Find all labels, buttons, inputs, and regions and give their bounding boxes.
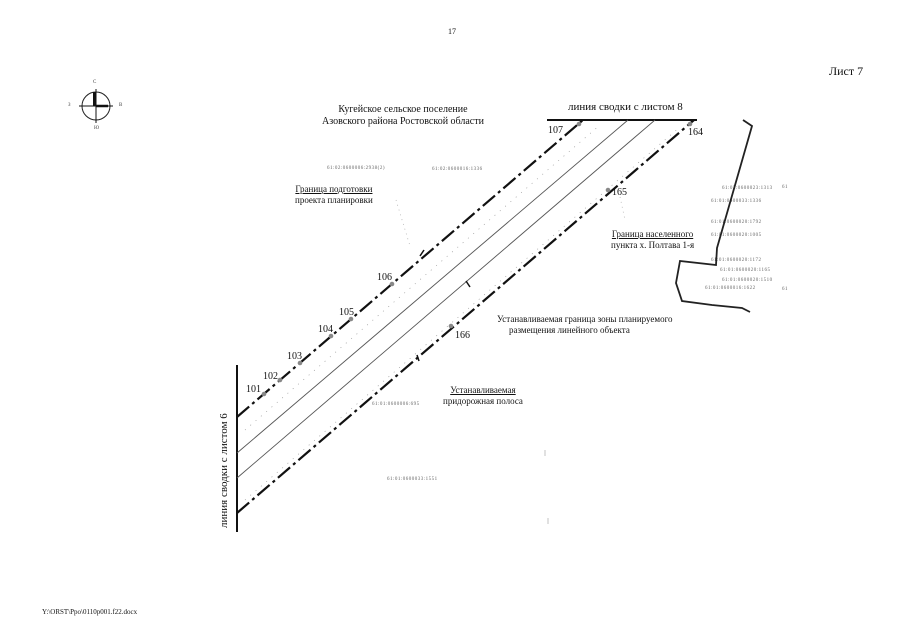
zone-boundary-label-line-1: Устанавливаемая граница зоны планируемог… bbox=[497, 314, 673, 324]
cadastral-number: 61:02:0600023:1313 bbox=[722, 186, 773, 191]
cadastral-number: 61:01:0600020:1792 bbox=[711, 220, 762, 225]
leader-dotted bbox=[619, 196, 626, 221]
planning-boundary-line-upper bbox=[236, 119, 584, 418]
footer-file-path: Y:\ORST\Ppo\0110p001.f22.docx bbox=[42, 608, 138, 616]
point-label: 102 bbox=[263, 371, 278, 382]
leader-dotted bbox=[395, 199, 411, 247]
planning-boundary-line-lower bbox=[236, 119, 695, 514]
point-label: 101 bbox=[246, 384, 261, 395]
zone-boundary-label-line-2: размещения линейного объекта bbox=[509, 325, 630, 335]
cadastral-number: 61:01:0600020:1510 bbox=[722, 278, 773, 283]
cadastral-number: 61:01:0600020:1165 bbox=[720, 268, 771, 273]
settlement-label-line-2: Азовского района Ростовской области bbox=[322, 116, 484, 127]
point-label: 105 bbox=[339, 307, 354, 318]
zone-boundary-line bbox=[244, 124, 601, 431]
roadside-strip-label-line-2: придорожная полоса bbox=[443, 396, 523, 406]
sheet-label: Лист 7 bbox=[829, 64, 864, 78]
zone-boundary-line bbox=[244, 126, 681, 501]
leader-tick bbox=[419, 249, 425, 257]
cadastral-number: 61:01:0600033:1551 bbox=[387, 477, 438, 482]
settlement-label: Кугейское сельское поселение Азовского р… bbox=[322, 104, 484, 128]
compass-north-label: С bbox=[93, 80, 97, 85]
point-label: 165 bbox=[612, 187, 627, 198]
cadastral-number: 61:01:0600020:1005 bbox=[711, 233, 762, 238]
cadastral-number: 61:01:0600033:1336 bbox=[711, 199, 762, 204]
road-line-1 bbox=[236, 119, 629, 454]
road-line-2 bbox=[236, 119, 656, 479]
point-label: 107 bbox=[548, 125, 563, 136]
cadastral-number: 61:01:0600020:1172 bbox=[711, 258, 762, 263]
point-label: 106 bbox=[377, 272, 392, 283]
compass-east-label: В bbox=[119, 103, 123, 108]
compass-south-label: Ю bbox=[94, 126, 100, 131]
settlement-boundary-label-line-2: пункта х. Полтава 1-я bbox=[611, 240, 695, 250]
compass-icon bbox=[79, 89, 113, 123]
settlement-boundary-label: Граница населенного пункта х. Полтава 1-… bbox=[611, 229, 694, 251]
match-line-top-label: линия сводки с листом 8 bbox=[568, 101, 683, 113]
settlement-boundary-line bbox=[675, 119, 754, 313]
edge-mark: 61 bbox=[782, 287, 788, 292]
cadastral-number: 61:02:0600006:2938(2) bbox=[327, 166, 385, 171]
roadside-strip-label-line-1: Устанавливаемая bbox=[450, 385, 516, 395]
settlement-boundary-label-line-1: Граница населенного bbox=[611, 229, 694, 239]
point-label: 104 bbox=[318, 324, 333, 335]
edge-mark: 61 bbox=[782, 185, 788, 190]
point-label: 166 bbox=[455, 330, 470, 341]
settlement-label-line-1: Кугейское сельское поселение bbox=[338, 104, 468, 115]
leader-tick bbox=[416, 354, 420, 362]
point-markers bbox=[261, 121, 693, 397]
point-label: 103 bbox=[287, 351, 302, 362]
cadastral-number: 61:01:0600006:695 bbox=[372, 402, 420, 407]
point-label: 164 bbox=[688, 127, 703, 138]
planning-boundary-label: Граница подготовки проекта планировки bbox=[295, 184, 373, 206]
page-number: 17 bbox=[448, 27, 456, 36]
cadastral-number: 61:01:0600016:1622 bbox=[705, 286, 756, 291]
planning-boundary-label-line-2: проекта планировки bbox=[295, 195, 373, 205]
roadside-strip-label: Устанавливаемая придорожная полоса bbox=[443, 385, 523, 407]
zone-boundary-label: Устанавливаемая граница зоны планируемог… bbox=[497, 314, 673, 336]
cadastral-number: 61:02:0600016:1336 bbox=[432, 167, 483, 172]
compass-west-label: З bbox=[68, 103, 72, 108]
leader-tick bbox=[465, 280, 471, 288]
planning-boundary-label-line-1: Граница подготовки bbox=[295, 184, 373, 194]
